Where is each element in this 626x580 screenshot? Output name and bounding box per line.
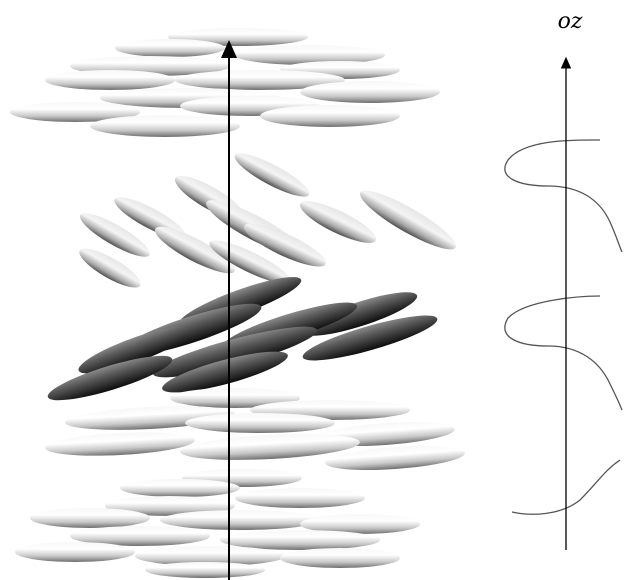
molecule	[45, 70, 175, 90]
molecule-layer-3	[44, 268, 440, 408]
molecule-layer-5	[15, 469, 420, 578]
molecule	[300, 81, 440, 103]
molecule	[160, 510, 320, 530]
molecule-layer-1	[10, 28, 440, 137]
molecule	[230, 146, 314, 203]
molecule	[235, 488, 365, 508]
molecule	[15, 542, 135, 562]
molecule-layer-2	[75, 146, 462, 294]
molecule	[115, 39, 225, 57]
molecule	[185, 413, 335, 433]
oz-axis-label: oz	[558, 9, 583, 34]
molecule	[120, 479, 240, 497]
molecule	[30, 508, 150, 528]
molecule	[145, 562, 265, 578]
molecule	[260, 105, 400, 127]
molecule	[90, 115, 240, 137]
molecule	[354, 182, 461, 258]
molecule-layer-4	[45, 388, 466, 474]
molecule	[220, 530, 380, 550]
molecule	[45, 429, 196, 459]
helix-curve	[505, 140, 622, 514]
molecule	[280, 548, 400, 568]
